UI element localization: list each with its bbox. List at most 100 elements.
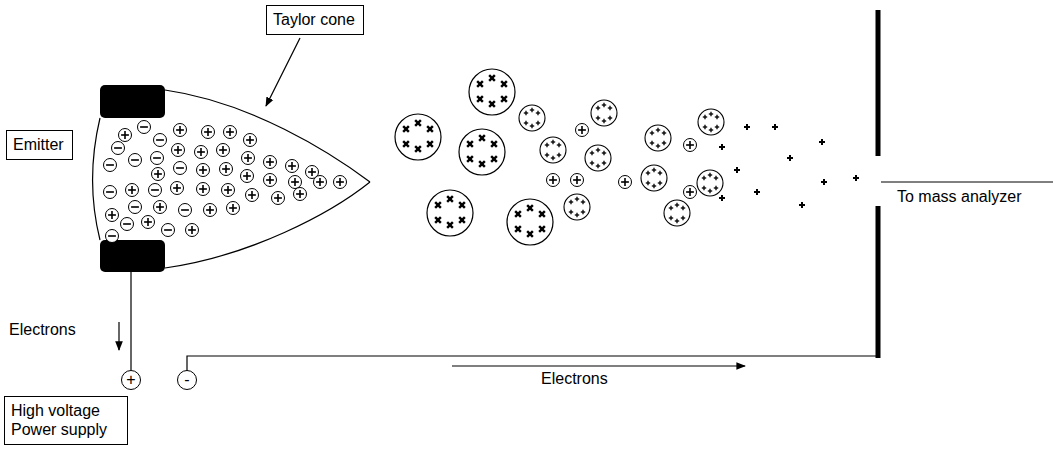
ion-symbol xyxy=(174,162,187,175)
node-text: + xyxy=(126,372,135,388)
charge-mark xyxy=(708,189,712,193)
ion-symbol xyxy=(286,160,299,173)
charge-mark xyxy=(488,153,499,164)
charge-mark xyxy=(596,106,600,110)
charge-mark xyxy=(715,125,719,129)
ion-symbol xyxy=(106,230,119,243)
charge-mark xyxy=(656,128,660,132)
charge-mark xyxy=(702,186,706,190)
charge-mark xyxy=(821,179,827,185)
ion-symbol xyxy=(151,152,164,165)
droplet xyxy=(540,137,566,163)
charge-mark xyxy=(432,214,443,225)
counter-electrode xyxy=(876,10,881,156)
charge-mark xyxy=(524,228,535,239)
charge-mark xyxy=(424,138,435,149)
droplet xyxy=(591,100,617,126)
ion-symbol xyxy=(264,156,277,169)
charge-mark xyxy=(476,158,487,169)
charge-mark xyxy=(424,123,435,134)
ion-symbol xyxy=(244,134,257,147)
emitter-electrode xyxy=(100,85,165,118)
droplet xyxy=(645,125,671,151)
ion-symbol xyxy=(227,202,240,215)
charge-mark xyxy=(456,199,467,210)
charge-mark xyxy=(744,124,750,130)
charge-mark xyxy=(524,202,535,213)
charge-mark xyxy=(590,161,594,165)
node-text: - xyxy=(184,372,189,388)
charge-mark xyxy=(498,93,509,104)
electron-arrow xyxy=(452,365,745,366)
charge-mark xyxy=(486,72,497,83)
charge-mark xyxy=(709,128,713,132)
charge-mark xyxy=(474,78,485,89)
charge-mark xyxy=(709,112,713,116)
ion-symbol xyxy=(149,184,162,197)
callout-box: Emitter xyxy=(6,130,73,160)
power-supply-box: High voltage Power supply xyxy=(4,396,128,445)
charge-mark xyxy=(512,223,523,234)
charge-mark xyxy=(536,208,547,219)
charge-mark xyxy=(536,111,540,115)
ion-symbol xyxy=(619,176,632,189)
charge-mark xyxy=(464,138,475,149)
ion-symbol xyxy=(224,126,237,139)
charge-mark xyxy=(715,115,719,119)
ion-symbol xyxy=(547,174,560,187)
charge-mark xyxy=(444,219,455,230)
charge-mark xyxy=(432,199,443,210)
counter-electrode xyxy=(876,206,881,358)
ion-symbol xyxy=(241,170,254,183)
ion-symbol xyxy=(314,176,327,189)
ion-symbol xyxy=(195,146,208,159)
charge-mark xyxy=(669,206,673,210)
ion-symbol xyxy=(104,159,117,172)
droplet xyxy=(395,114,441,160)
charge-mark xyxy=(464,153,475,164)
charge-mark xyxy=(474,93,485,104)
droplet xyxy=(564,194,590,220)
droplet xyxy=(585,145,611,171)
cone-outline xyxy=(165,182,370,268)
charge-mark xyxy=(602,119,606,123)
node-text: Taylor cone xyxy=(273,10,357,29)
flow-label: Electrons xyxy=(8,321,77,339)
charge-mark xyxy=(400,123,411,134)
charge-mark xyxy=(658,181,662,185)
ion-symbol xyxy=(684,186,697,199)
charge-mark xyxy=(551,140,555,144)
ion-symbol xyxy=(129,154,142,167)
charge-mark xyxy=(669,216,673,220)
ion-symbol xyxy=(129,201,142,214)
ion-symbol xyxy=(294,188,307,201)
ion-symbol xyxy=(154,134,167,147)
charge-mark xyxy=(545,143,549,147)
charge-mark xyxy=(675,219,679,223)
charge-mark xyxy=(714,176,718,180)
charge-mark xyxy=(530,124,534,128)
charge-mark xyxy=(530,108,534,112)
ion-symbol xyxy=(172,144,185,157)
electron-arrow xyxy=(118,322,119,350)
charge-mark xyxy=(799,202,805,208)
ion-symbol xyxy=(264,174,277,187)
node-text: Emitter xyxy=(13,135,66,154)
ion-symbol xyxy=(220,163,233,176)
charge-mark xyxy=(412,143,423,154)
ion-symbol xyxy=(138,121,151,134)
ion-symbol xyxy=(186,224,199,237)
charge-mark xyxy=(524,111,528,115)
charge-mark xyxy=(569,200,573,204)
ion-symbol xyxy=(112,142,125,155)
charge-mark xyxy=(754,189,760,195)
charge-mark xyxy=(400,138,411,149)
charge-mark xyxy=(444,193,455,204)
charge-mark xyxy=(646,181,650,185)
droplet xyxy=(664,200,690,226)
charge-mark xyxy=(652,168,656,172)
charge-mark xyxy=(662,141,666,145)
charge-mark xyxy=(703,125,707,129)
destination-label: To mass analyzer xyxy=(896,188,1023,206)
